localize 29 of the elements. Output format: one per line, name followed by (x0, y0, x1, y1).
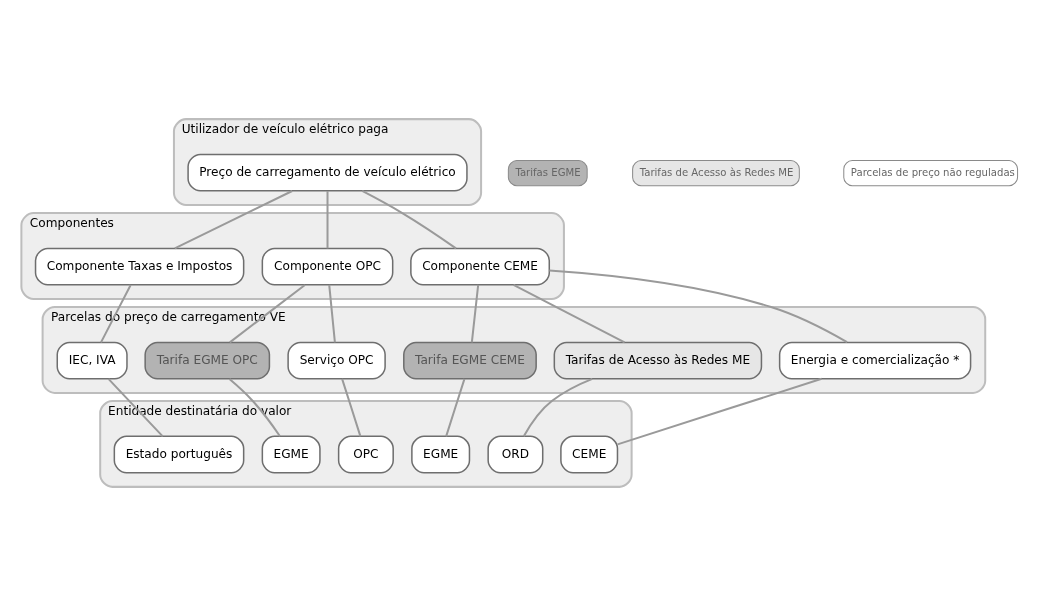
connector (470, 284, 480, 342)
connector (107, 377, 164, 437)
node-box: Energia e comercialização * (778, 341, 972, 380)
node-box: Tarifa EGME OPC (144, 341, 271, 380)
node-box: Componente Taxas e Impostos (34, 247, 245, 286)
connector (549, 269, 848, 343)
connector (341, 378, 362, 437)
node-box: OPC (337, 435, 394, 473)
node-box: Componente OPC (261, 247, 394, 286)
node-box: ORD (487, 435, 544, 473)
connector (328, 284, 336, 342)
legend-label: Parcelas de preço não reguladas (850, 166, 1015, 178)
connector (100, 283, 132, 343)
connector (445, 378, 466, 437)
node-box: CEME (560, 435, 619, 473)
node-box: Preço de carregamento de veículo elétrico (187, 153, 468, 192)
node-box: Serviço OPC (287, 341, 386, 380)
node-box: Tarifas de Acesso às Redes ME (553, 341, 763, 380)
legend-label: Tarifas de Acesso às Redes ME (639, 166, 794, 178)
node-box: Componente CEME (410, 247, 551, 286)
node-box: Tarifa EGME CEME (403, 341, 537, 380)
connector (228, 377, 281, 437)
connector (326, 190, 329, 248)
connector (522, 377, 593, 437)
node-box: Estado português (113, 435, 245, 473)
node-box: EGME (261, 435, 321, 473)
legend-label: Tarifas EGME (515, 166, 581, 178)
node-box: EGME (411, 435, 471, 473)
node-box: IEC, IVA (56, 341, 128, 380)
